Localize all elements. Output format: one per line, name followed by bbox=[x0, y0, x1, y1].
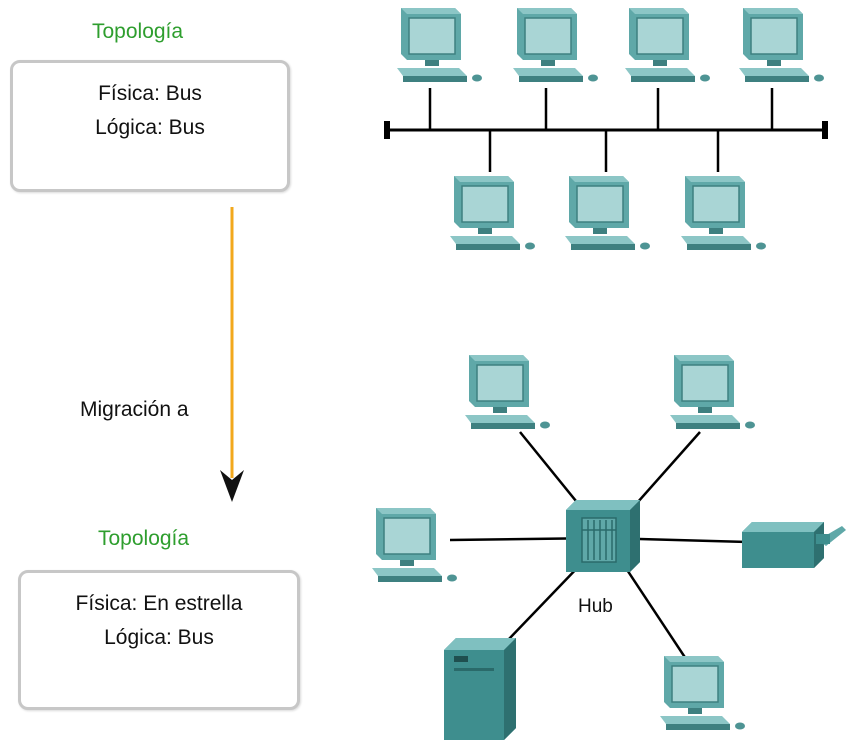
printer-icon bbox=[742, 522, 846, 568]
computer-icon bbox=[564, 175, 651, 251]
server-icon bbox=[444, 638, 516, 740]
hub-label: Hub bbox=[578, 596, 613, 617]
computer-icon bbox=[449, 175, 536, 251]
bottom-physical-label: Física: En estrella bbox=[75, 592, 243, 615]
computer-icon bbox=[659, 655, 746, 731]
computer-icon bbox=[371, 507, 458, 583]
bottom-topology-title: Topología bbox=[98, 527, 190, 550]
top-topology-title: Topología bbox=[92, 20, 184, 43]
computer-icon bbox=[464, 354, 551, 430]
top-logical-label: Lógica: Bus bbox=[95, 116, 205, 139]
top-physical-label: Física: Bus bbox=[98, 82, 202, 105]
migration-label: Migración a bbox=[80, 398, 189, 421]
bottom-topology-box: Física: En estrella Lógica: Bus bbox=[18, 570, 300, 710]
top-topology-box: Física: Bus Lógica: Bus bbox=[10, 60, 290, 192]
computer-icon bbox=[624, 7, 711, 83]
bus-backbone bbox=[384, 88, 828, 172]
hub-icon bbox=[565, 499, 641, 573]
computer-icon bbox=[396, 7, 483, 83]
migration-arrow-head bbox=[220, 470, 244, 502]
computer-icon bbox=[680, 175, 767, 251]
computer-icon bbox=[738, 7, 825, 83]
computer-icon bbox=[512, 7, 599, 83]
computer-icon bbox=[669, 354, 756, 430]
bottom-logical-label: Lógica: Bus bbox=[104, 626, 214, 649]
